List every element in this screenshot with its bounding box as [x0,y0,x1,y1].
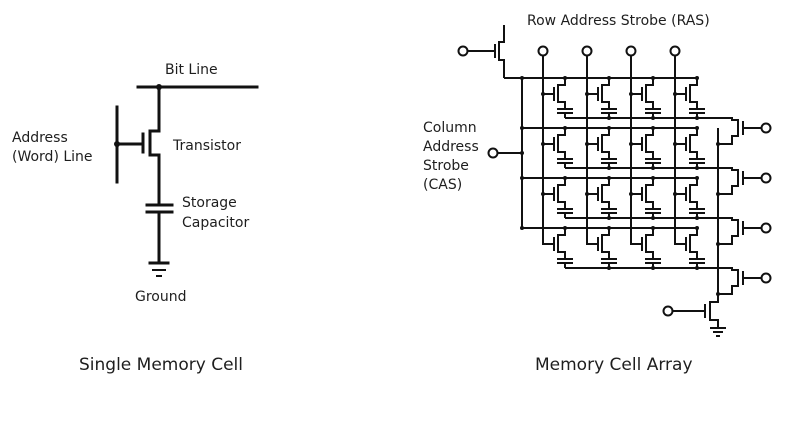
cell-gate-wire [674,238,685,245]
ras-transistor-channel [498,25,505,78]
single-cell-caption: Single Memory Cell [79,355,243,375]
column-terminal-3 [625,45,637,57]
cas-input-terminal [487,147,499,159]
left-bus-junction [520,226,524,230]
single-memory-cell-schematic [114,84,259,277]
cell-transistor-channel [689,178,698,209]
sense-transistor-channel-2 [716,167,739,195]
cell-transistor-channel [601,178,610,209]
cell-gate-wire [586,238,597,245]
cell-transistor-channel [601,228,610,259]
sense-transistor-channel-4 [716,267,739,295]
sense-terminal-2 [760,172,772,184]
address-line-label: Address [12,130,68,146]
cell-transistor-channel [601,78,610,109]
cell-transistor-channel [645,78,654,109]
cell-transistor-channel [557,228,566,259]
cas-label-4: (CAS) [423,177,463,193]
cas-label-1: Column [423,120,477,136]
ras-label: Row Address Strobe (RAS) [527,13,710,29]
sense-transistor-channel-3 [716,217,739,245]
column-terminal-4 [669,45,681,57]
left-bus-junction [520,126,524,130]
cell-transistor-channel [557,78,566,109]
cell-transistor-channel [689,78,698,109]
cell-transistor-channel [689,128,698,159]
column-terminal-2 [581,45,593,57]
column-terminal-1 [537,45,549,57]
cell-transistor-channel [557,128,566,159]
sense-terminal-3 [760,222,772,234]
storage-label: Storage [182,195,237,211]
left-bus-junction [520,76,524,80]
capacitor-label: Capacitor [182,215,250,231]
cell-gate-wire [542,238,553,245]
cas-label-3: Strobe [423,158,469,174]
bottom-transistor-channel [709,294,719,328]
array-caption: Memory Cell Array [535,355,693,375]
cell-transistor-channel [601,128,610,159]
cell-transistor-channel [645,178,654,209]
left-bus-junction [520,176,524,180]
ras-input-terminal [457,45,469,57]
memory-cell-array-schematic [457,25,772,337]
bottom-input-terminal [662,305,674,317]
cell-transistor-channel [689,228,698,259]
cell-transistor-channel [645,228,654,259]
sense-transistor-channel-1 [716,117,739,145]
transistor-label: Transistor [173,138,241,154]
transistor-drain-wire [148,85,161,207]
ground-label: Ground [135,289,187,305]
sense-terminal-4 [760,272,772,284]
cell-transistor-channel [645,128,654,159]
cas-label-2: Address [423,139,479,155]
word-line-label: (Word) Line [12,149,93,165]
cell-gate-wire [630,238,641,245]
cell-transistor-channel [557,178,566,209]
sense-terminal-1 [760,122,772,134]
bit-line-label: Bit Line [165,62,218,78]
